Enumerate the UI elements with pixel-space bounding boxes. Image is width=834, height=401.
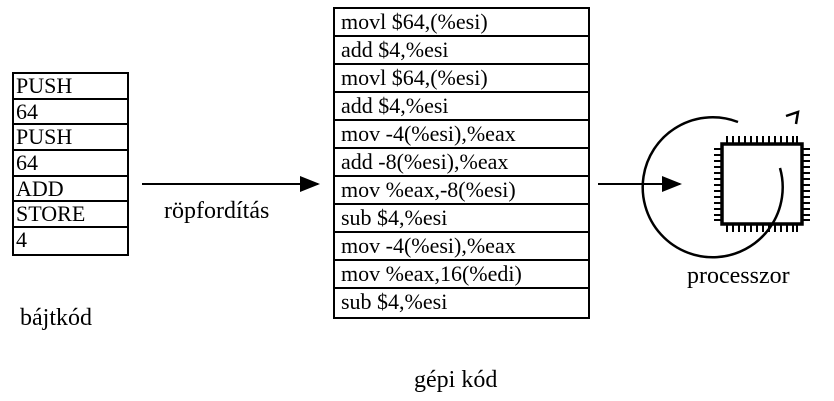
bytecode-instruction: PUSH [14, 125, 127, 151]
bytecode-instruction: ADD [14, 176, 127, 203]
machine-instruction: movl $64,(%esi) [335, 9, 588, 37]
machine-instruction: sub $4,%esi [335, 205, 588, 233]
bytecode-instruction: 64 [14, 151, 127, 177]
machine-instruction: movl $64,(%esi) [335, 65, 588, 93]
machine-code-label: gépi kód [414, 367, 498, 393]
processor-label: processzor [687, 263, 790, 289]
machine-instruction: add $4,%esi [335, 37, 588, 65]
bytecode-label: bájtkód [20, 305, 92, 331]
machine-instruction: mov -4(%esi),%eax [335, 121, 588, 149]
machine-instruction: sub $4,%esi [341, 289, 448, 314]
cpu-chip-icon [641, 110, 810, 259]
bytecode-instruction: PUSH [14, 74, 127, 100]
machine-instruction: mov %eax,-8(%esi) [335, 177, 588, 205]
bytecode-instruction: 64 [14, 99, 127, 126]
compile-label: röpfordítás [164, 198, 270, 224]
machine-instruction: add -8(%esi),%eax [335, 149, 588, 177]
bytecode-instruction: 4 [16, 226, 27, 252]
machine-instruction: mov -4(%esi),%eax [335, 233, 588, 261]
machine-instruction: add $4,%esi [335, 93, 588, 121]
machine-instruction: mov %eax,16(%edi) [335, 261, 588, 289]
bytecode-instruction: STORE [14, 202, 127, 228]
